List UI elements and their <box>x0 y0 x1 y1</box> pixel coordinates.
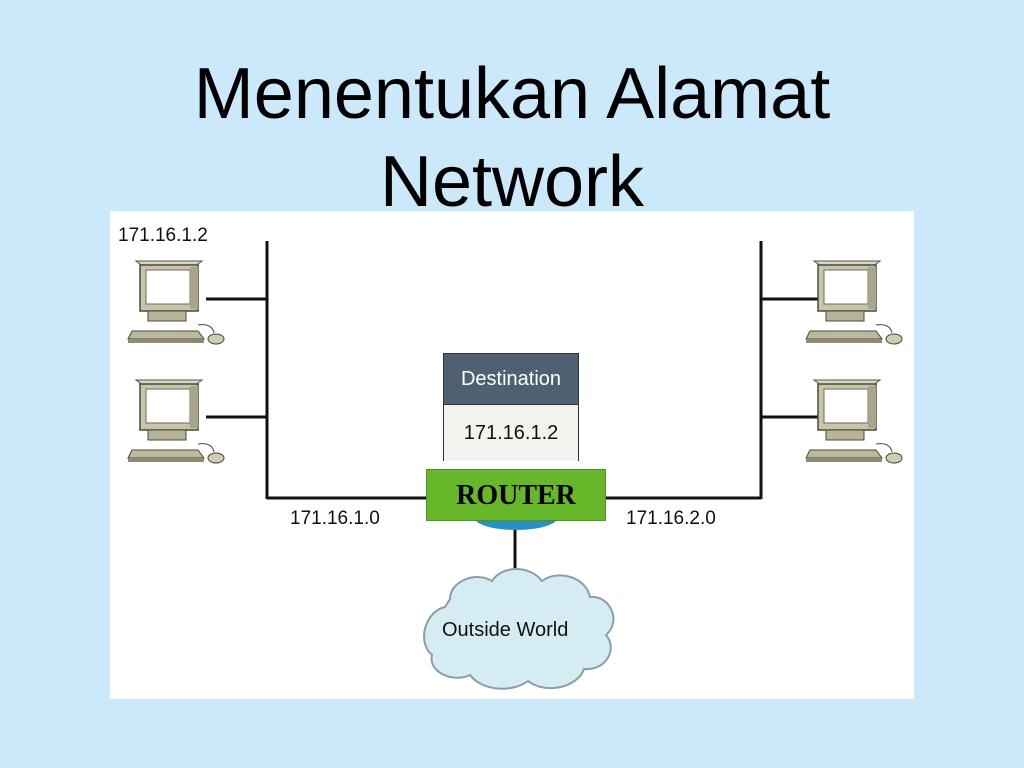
host-address-label: 171.16.1.2 <box>118 225 208 246</box>
computer-icon <box>127 260 225 345</box>
cloud-icon <box>423 568 615 690</box>
computer-icon <box>805 260 903 345</box>
computer-icon <box>805 379 903 464</box>
network-left-label: 171.16.1.0 <box>290 508 380 529</box>
destination-header: Destination <box>444 354 578 404</box>
destination-table: Destination 171.16.1.2 <box>443 353 579 461</box>
slide-title-line-2: Network <box>379 142 645 222</box>
network-diagram: 171.16.1.2 171.16.1.0 171.16.2.0 Destina… <box>110 211 914 699</box>
slide-title: Menentukan Alamat Network <box>0 50 1024 226</box>
network-right-label: 171.16.2.0 <box>626 508 716 529</box>
computer-icon <box>127 379 225 464</box>
destination-value: 171.16.1.2 <box>444 404 578 461</box>
slide-title-line-1: Menentukan Alamat <box>193 54 831 134</box>
router-label: ROUTER <box>426 469 606 521</box>
cloud-label: Outside World <box>442 619 569 641</box>
